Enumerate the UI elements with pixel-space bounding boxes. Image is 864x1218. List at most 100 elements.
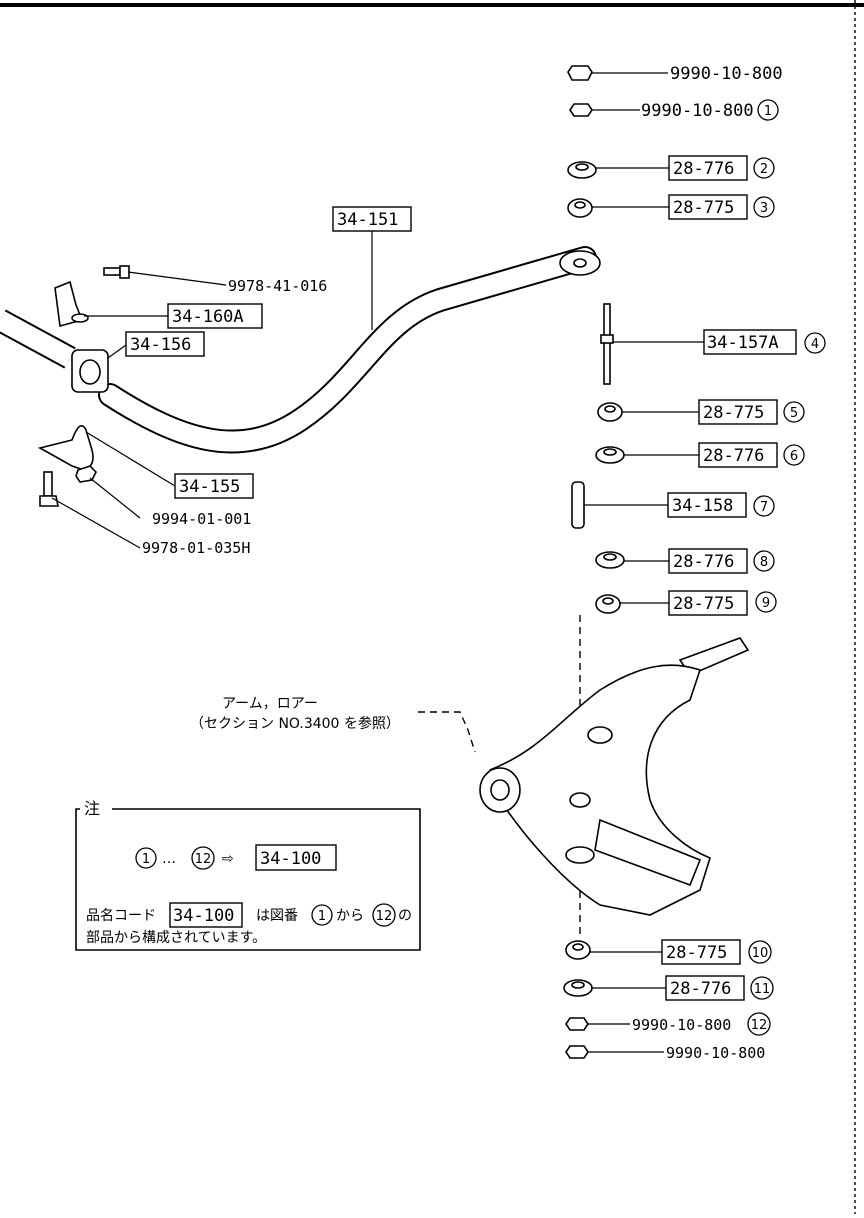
circled-number-frame: [748, 940, 772, 964]
bushing-5: [597, 402, 623, 422]
circled-number-12: 12: [751, 1018, 768, 1033]
part-box: [668, 194, 748, 220]
bushing-10: [565, 940, 591, 960]
label-bushing-10: 28-775: [666, 943, 727, 963]
label-bolt-4: 34-157A: [707, 333, 779, 353]
label-bar-main: 34-151: [337, 210, 398, 230]
circled-number-1: 1: [764, 104, 772, 119]
bushing-3: [567, 198, 593, 218]
note-range-end: 12: [195, 852, 212, 867]
bushing-11: [563, 979, 593, 997]
bushing-8: [595, 551, 625, 569]
circled-number-frame: [753, 157, 775, 179]
circled-number-3: 3: [760, 201, 768, 216]
circled-number-frame: [804, 332, 826, 354]
circled-number-frame: [755, 591, 777, 613]
bolt-9978-41-016: [103, 265, 130, 279]
circled-number-frame: [753, 196, 775, 218]
bolt-9978-01-035h: [39, 471, 59, 507]
part-box: [668, 590, 748, 616]
note-range-dots: …: [162, 851, 176, 867]
label-bushing-6: 28-776: [703, 446, 764, 466]
label-nut-1: 9990-10-800: [641, 101, 754, 121]
circled-number-11: 11: [754, 982, 771, 997]
arm-reference-line2: （セクション NO.3400 を参照）: [190, 715, 400, 732]
nut-top: [567, 65, 593, 81]
circled-number-8: 8: [760, 555, 768, 570]
label-nut-12: 9990-10-800: [632, 1016, 731, 1034]
leader-lines: [51, 72, 704, 1053]
note-title: 注: [84, 799, 100, 818]
label-nut-top: 9990-10-800: [670, 64, 783, 84]
note-line2-mid: は図番: [256, 908, 298, 924]
part-box: [661, 939, 741, 965]
part-box: [332, 206, 412, 232]
nut-1: [569, 103, 593, 117]
label-bushing-8: 28-776: [673, 552, 734, 572]
circled-number-10: 10: [752, 946, 769, 961]
stabilizer-bar: [0, 246, 601, 454]
circled-number-frame: [372, 903, 396, 927]
part-box: [667, 492, 747, 518]
bushing-6: [595, 446, 625, 464]
circled-number-4: 4: [811, 337, 819, 352]
part-box: [174, 473, 254, 499]
nut-12: [565, 1017, 589, 1031]
label-bolt-stab: 9978-41-016: [228, 277, 327, 295]
part-box: [125, 331, 205, 357]
circled-number-frame: [753, 550, 775, 572]
label-nut-bottom: 9990-10-800: [666, 1044, 765, 1062]
bushing-9: [595, 594, 621, 614]
part-box: [703, 329, 797, 355]
note-line2-code: 34-100: [173, 906, 234, 926]
circled-number-frame: [753, 495, 775, 517]
circled-number-frame: [750, 976, 774, 1000]
label-bushing-2: 28-776: [673, 159, 734, 179]
bushing-2: [567, 161, 597, 179]
label-clamp-155: 34-155: [179, 477, 240, 497]
arm-reference-line1: アーム，ロアー: [222, 696, 318, 712]
circled-number-frame: [757, 99, 779, 121]
part-box: [698, 442, 778, 468]
bolt-4: [600, 303, 614, 385]
label-bolt-9978: 9978-01-035H: [142, 539, 250, 557]
note-line2-suffix: の: [398, 908, 412, 924]
clamp-34-155: [37, 424, 94, 471]
part-box: [255, 844, 337, 871]
circled-number-9: 9: [762, 596, 770, 611]
label-bracket-160a: 34-160A: [172, 307, 244, 327]
bracket-34-160a: [54, 280, 89, 328]
label-bushing-156: 34-156: [130, 335, 191, 355]
circled-number-frame: [191, 846, 215, 870]
circled-number-7: 7: [760, 500, 768, 515]
part-box: [665, 975, 745, 1001]
note-line2-prefix: 品名コード: [86, 908, 156, 924]
note-line3: 部品から構成されています。: [86, 930, 266, 946]
circled-number-5: 5: [790, 406, 798, 421]
note-line2-from: から: [336, 908, 364, 924]
circled-number-frame: [311, 904, 333, 926]
part-box: [668, 155, 748, 181]
label-bushing-5: 28-775: [703, 403, 764, 423]
note-line2-start: 1: [318, 909, 326, 924]
spacer-7: [571, 481, 585, 529]
lower-arm: [479, 637, 750, 916]
label-bushing-9: 28-775: [673, 594, 734, 614]
circled-number-frame: [747, 1012, 771, 1036]
stabilizer-bushing-34-156: [71, 349, 109, 393]
nut-bottom: [565, 1045, 589, 1059]
note-box: 注 1 … 12 ⇨ 34-100 品名コード 34-100 は図番 1 から …: [75, 799, 421, 951]
note-arrow: ⇨: [222, 851, 234, 867]
label-bushing-11: 28-776: [670, 979, 731, 999]
part-box: [169, 902, 243, 928]
circled-number-frame: [783, 401, 805, 423]
label-nut-9994: 9994-01-001: [152, 510, 251, 528]
circled-number-6: 6: [790, 449, 798, 464]
circled-number-2: 2: [760, 162, 768, 177]
note-line2-end: 12: [376, 909, 393, 924]
part-box: [698, 399, 778, 425]
label-bushing-3: 28-775: [673, 198, 734, 218]
note-range-start: 1: [142, 852, 150, 867]
circled-number-frame: [783, 444, 805, 466]
